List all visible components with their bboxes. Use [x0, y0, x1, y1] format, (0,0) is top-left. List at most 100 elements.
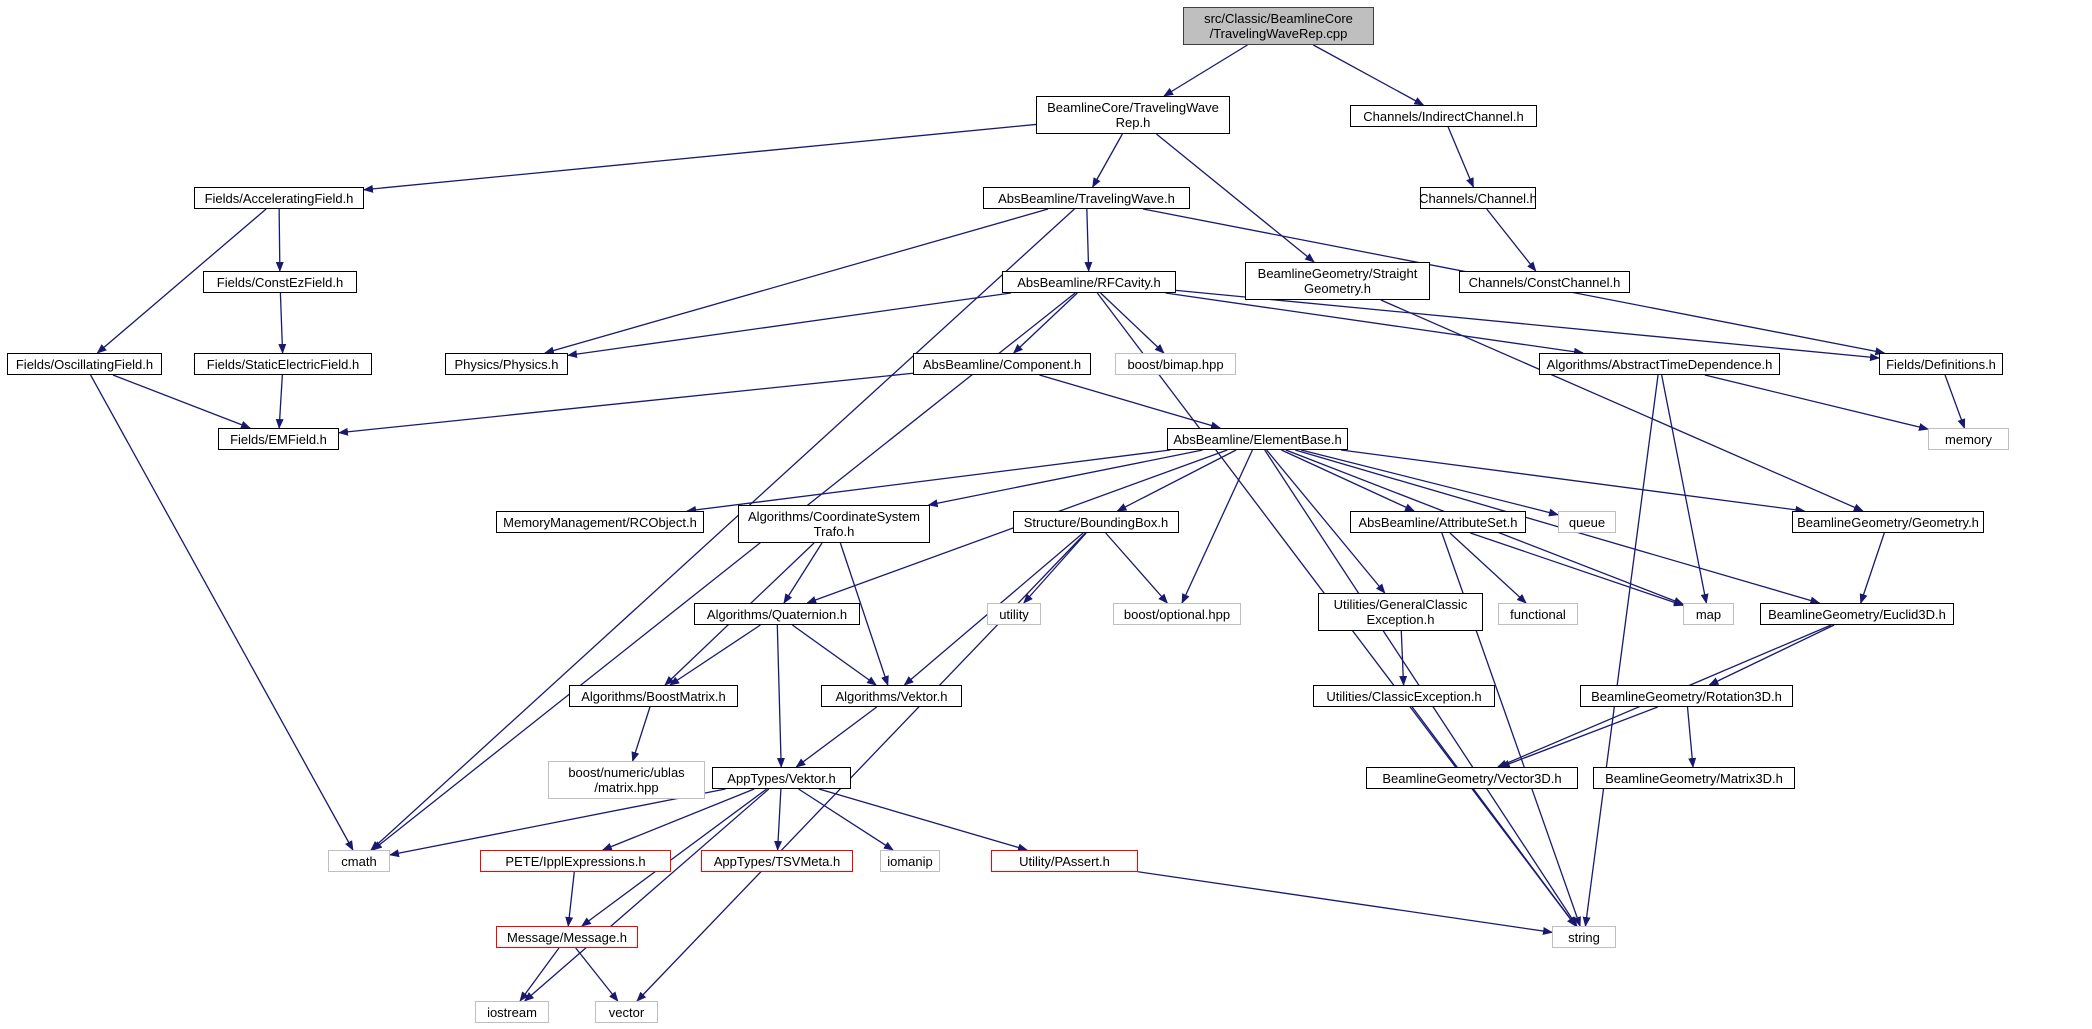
node-euclid[interactable]: BeamlineGeometry/Euclid3D.h [1760, 603, 1954, 625]
edge-channel-to-constchan [1486, 208, 1537, 272]
node-cmath: cmath [328, 850, 390, 872]
edge-coordsys-to-algvektor [839, 542, 889, 686]
edge-gcexc-to-cexc [1399, 630, 1408, 686]
node-constez[interactable]: Fields/ConstEzField.h [203, 271, 357, 293]
node-channel[interactable]: Channels/Channel.h [1419, 187, 1537, 209]
node-bbox[interactable]: Structure/BoundingBox.h [1013, 511, 1179, 533]
node-rfcav[interactable]: AbsBeamline/RFCavity.h [1002, 271, 1176, 293]
edge-accfield-to-oscfield [96, 208, 267, 354]
edge-rfcav-to-bimap [1100, 292, 1165, 354]
edge-oscfield-to-cmath [90, 374, 354, 851]
node-physics[interactable]: Physics/Physics.h [445, 353, 568, 375]
node-memory: memory [1928, 428, 2009, 450]
node-string: string [1552, 926, 1616, 948]
edge-elembase-to-attrset [1281, 449, 1415, 512]
edge-geometry-to-euclid [1859, 532, 1885, 604]
node-definitions[interactable]: Fields/Definitions.h [1879, 353, 2003, 375]
edge-rot3d-to-mat3d [1686, 706, 1697, 768]
node-rcobj[interactable]: MemoryManagement/RCObject.h [496, 511, 704, 533]
node-elembase[interactable]: AbsBeamline/ElementBase.h [1167, 428, 1348, 450]
node-appvektor[interactable]: AppTypes/Vektor.h [712, 767, 851, 789]
edge-passert-to-string [1137, 871, 1553, 935]
edge-root-to-indirect [1313, 44, 1425, 106]
edge-elembase-to-coordsys [927, 449, 1203, 508]
node-pete[interactable]: PETE/IpplExpressions.h [480, 850, 671, 872]
edge-twrep-to-straight [1155, 133, 1315, 263]
edge-accfield-to-constez [275, 208, 284, 272]
edge-elembase-to-gcexc [1266, 449, 1386, 594]
edge-rfcav-to-definitions [1175, 289, 1880, 362]
edge-rfcav-to-atd [1165, 292, 1584, 356]
node-iostream: iostream [475, 1001, 549, 1023]
node-message[interactable]: Message/Message.h [496, 926, 638, 948]
edge-appvektor-to-tsvmeta [774, 788, 783, 851]
edge-root-to-twrep [1163, 44, 1248, 97]
edge-appvektor-to-passert [818, 788, 1028, 852]
node-abstw[interactable]: AbsBeamline/TravelingWave.h [983, 187, 1190, 209]
node-passert[interactable]: Utility/PAssert.h [991, 850, 1138, 872]
node-utility: utility [987, 603, 1041, 625]
node-boostmat[interactable]: Algorithms/BoostMatrix.h [569, 685, 738, 707]
edge-pete-to-message [565, 871, 575, 927]
edge-rfcav-to-component [1012, 292, 1078, 354]
node-coordsys[interactable]: Algorithms/CoordinateSystem Trafo.h [738, 505, 930, 543]
edge-appvektor-to-cmath [389, 788, 726, 858]
edge-abstw-to-rfcav [1084, 208, 1093, 272]
node-component[interactable]: AbsBeamline/Component.h [913, 353, 1091, 375]
edge-twrep-to-abstw [1092, 133, 1123, 188]
edge-indirect-to-channel [1447, 126, 1474, 188]
edge-atd-to-map [1661, 374, 1709, 604]
edge-elembase-to-euclid [1295, 449, 1821, 605]
edge-attrset-to-string [1441, 532, 1581, 927]
edge-straight-to-geometry [1380, 299, 1864, 512]
node-functional: functional [1498, 603, 1578, 625]
node-attrset[interactable]: AbsBeamline/AttributeSet.h [1350, 511, 1526, 533]
node-vec3d[interactable]: BeamlineGeometry/Vector3D.h [1366, 767, 1578, 789]
edge-appvektor-to-iomanip [798, 788, 894, 851]
node-bimap: boost/bimap.hpp [1115, 353, 1236, 375]
node-geometry[interactable]: BeamlineGeometry/Geometry.h [1792, 511, 1984, 533]
edge-bbox-to-optional [1105, 532, 1168, 604]
edge-atd-to-string [1582, 374, 1659, 927]
edge-quat-to-algvektor [791, 624, 877, 686]
node-gcexc[interactable]: Utilities/GeneralClassic Exception.h [1318, 593, 1483, 631]
node-accfield[interactable]: Fields/AcceleratingField.h [194, 187, 364, 209]
node-vector: vector [595, 1001, 658, 1023]
node-tsvmeta[interactable]: AppTypes/TSVMeta.h [701, 850, 853, 872]
edge-oscfield-to-emfield [112, 374, 251, 429]
node-queue: queue [1558, 511, 1616, 533]
node-algvektor[interactable]: Algorithms/Vektor.h [821, 685, 962, 707]
node-oscfield[interactable]: Fields/OscillatingField.h [7, 353, 162, 375]
edge-bbox-to-utility [1023, 532, 1087, 604]
edge-message-to-vector [575, 947, 619, 1002]
edge-quat-to-appvektor [776, 624, 785, 768]
edge-elembase-to-geometry [1340, 449, 1806, 514]
edge-attrset-to-map [1470, 532, 1684, 607]
edge-appvektor-to-pete [601, 788, 755, 851]
node-cexc[interactable]: Utilities/ClassicException.h [1313, 685, 1495, 707]
node-straight[interactable]: BeamlineGeometry/Straight Geometry.h [1245, 262, 1430, 300]
edge-elembase-to-rcobj [686, 449, 1171, 514]
node-twrep[interactable]: BeamlineCore/TravelingWave Rep.h [1036, 96, 1230, 134]
edge-static-to-emfield [275, 374, 284, 429]
edge-message-to-iostream [519, 947, 560, 1002]
node-constchan[interactable]: Channels/ConstChannel.h [1459, 271, 1630, 293]
edge-constez-to-static [278, 292, 287, 354]
edge-definitions-to-memory [1944, 374, 1966, 429]
edge-abstw-to-cmath [370, 208, 1075, 851]
edge-coordsys-to-quat [783, 542, 823, 604]
node-static[interactable]: Fields/StaticElectricField.h [194, 353, 372, 375]
edge-appvektor-to-message [581, 788, 768, 927]
node-rot3d[interactable]: BeamlineGeometry/Rotation3D.h [1580, 685, 1793, 707]
node-quat[interactable]: Algorithms/Quaternion.h [694, 603, 860, 625]
node-indirect[interactable]: Channels/IndirectChannel.h [1350, 105, 1537, 127]
edge-attrset-to-functional [1449, 532, 1527, 604]
edge-rot3d-to-vec3d [1499, 706, 1658, 768]
edge-appvektor-to-iostream [523, 788, 770, 1002]
node-atd[interactable]: Algorithms/AbstractTimeDependence.h [1539, 353, 1780, 375]
edge-twrep-to-accfield [363, 123, 1037, 193]
node-mat3d[interactable]: BeamlineGeometry/Matrix3D.h [1593, 767, 1795, 789]
node-emfield[interactable]: Fields/EMField.h [218, 428, 339, 450]
edge-elembase-to-queue [1301, 449, 1559, 517]
node-root[interactable]: src/Classic/BeamlineCore /TravelingWaveR… [1183, 7, 1374, 45]
